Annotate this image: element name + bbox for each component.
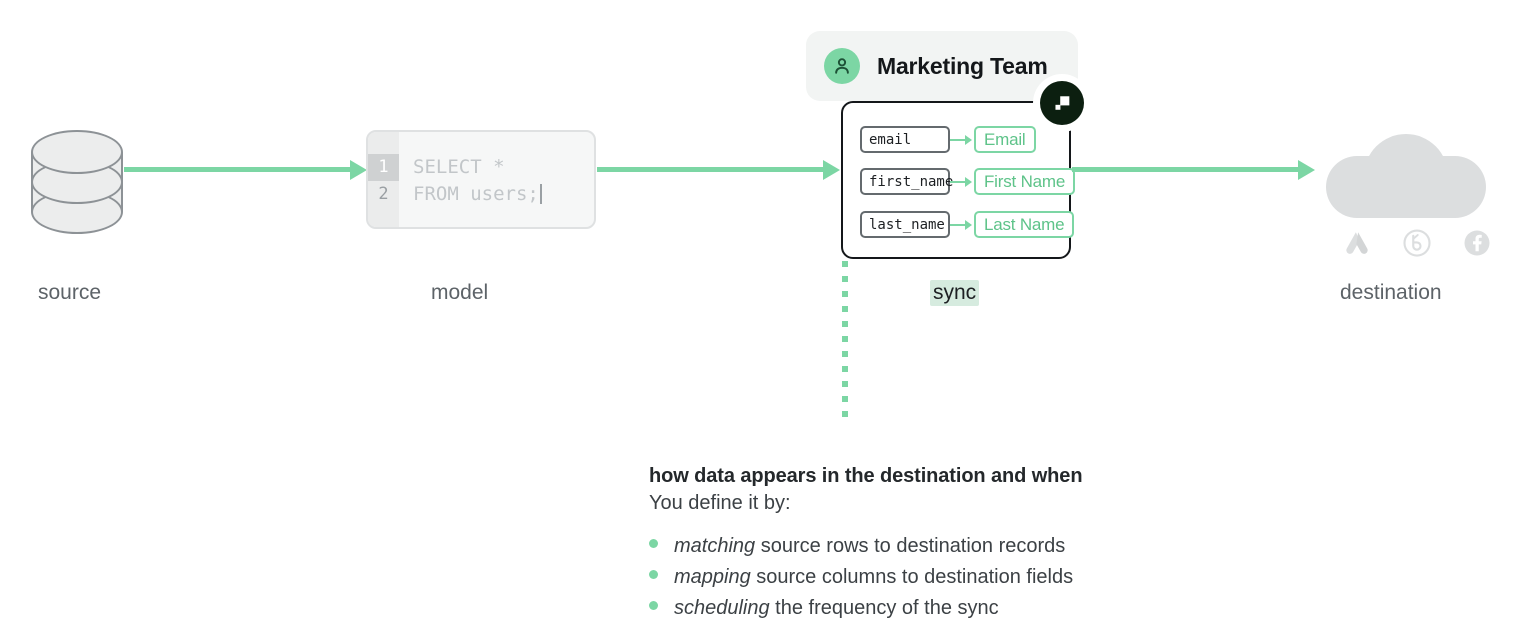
bullet-emphasis: matching	[674, 535, 756, 557]
facebook-icon	[1464, 230, 1490, 256]
source-database-icon	[31, 130, 123, 234]
sync-mapping-card[interactable]: email Email first_name First Name last_n…	[841, 101, 1076, 259]
caption-source: source	[38, 281, 102, 304]
code-line: SELECT *	[413, 156, 505, 178]
code-gutter: 1 2	[368, 132, 399, 227]
mapping-arrow-icon	[950, 219, 974, 231]
destination-field-box[interactable]: Email	[974, 126, 1036, 153]
caption-model: model	[431, 281, 489, 304]
field-mapping-row[interactable]: first_name First Name	[860, 168, 1076, 195]
model-code-block[interactable]: 1 2 SELECT * FROM users;	[366, 130, 596, 229]
explainer-subtitle: You define it by:	[649, 492, 791, 514]
source-field-box[interactable]: first_name	[860, 168, 953, 195]
destination-field-box[interactable]: Last Name	[974, 211, 1075, 238]
connector-model-to-sync	[597, 160, 840, 180]
destination-platform-icons	[1342, 228, 1492, 258]
hightouch-logo-icon	[1040, 81, 1084, 125]
destination-field-box[interactable]: First Name	[974, 168, 1076, 195]
code-line-number: 2	[378, 184, 389, 204]
bullet-dot-icon	[649, 570, 658, 579]
marketing-team-chip[interactable]: Marketing Team	[806, 31, 1078, 101]
destination-cloud-icon	[1326, 134, 1486, 218]
bullet-text: source columns to destination fields	[750, 566, 1074, 588]
sync-dotted-connector	[842, 261, 848, 426]
text-caret	[539, 184, 542, 204]
list-item: mapping source columns to destination fi…	[649, 566, 1249, 589]
bullet-text: source rows to destination records	[755, 535, 1066, 557]
braze-icon	[1403, 229, 1431, 257]
source-field-box[interactable]: email	[860, 126, 950, 153]
bullet-text: the frequency of the sync	[769, 597, 999, 619]
source-field-box[interactable]: last_name	[860, 211, 950, 238]
list-item: matching source rows to destination reco…	[649, 535, 1249, 558]
code-line-text: FROM users;	[413, 183, 539, 205]
explainer-bullet-list: matching source rows to destination reco…	[649, 535, 1249, 620]
explainer-block: how data appears in the destination and …	[649, 465, 1249, 628]
caption-destination: destination	[1340, 281, 1442, 304]
code-content[interactable]: SELECT * FROM users;	[399, 132, 594, 227]
field-mapping-row[interactable]: last_name Last Name	[860, 211, 1075, 238]
connector-sync-to-destination	[1072, 160, 1315, 180]
bullet-emphasis: scheduling	[674, 597, 770, 619]
explainer-heading: how data appears in the destination and …	[649, 465, 1083, 487]
mapping-arrow-icon	[950, 176, 974, 188]
bullet-dot-icon	[649, 539, 658, 548]
field-mapping-row[interactable]: email Email	[860, 126, 1036, 153]
list-item: scheduling the frequency of the sync	[649, 597, 1249, 620]
team-name-label: Marketing Team	[877, 52, 1048, 79]
caption-sync: sync	[930, 280, 980, 306]
bullet-emphasis: mapping	[674, 566, 751, 588]
code-line-number: 1	[368, 154, 399, 181]
connector-source-to-model	[124, 160, 367, 180]
user-avatar-icon	[824, 48, 860, 84]
google-ads-icon	[1346, 232, 1368, 254]
mapping-arrow-icon	[950, 134, 974, 146]
bullet-dot-icon	[649, 601, 658, 610]
code-line: FROM users;	[413, 181, 594, 208]
